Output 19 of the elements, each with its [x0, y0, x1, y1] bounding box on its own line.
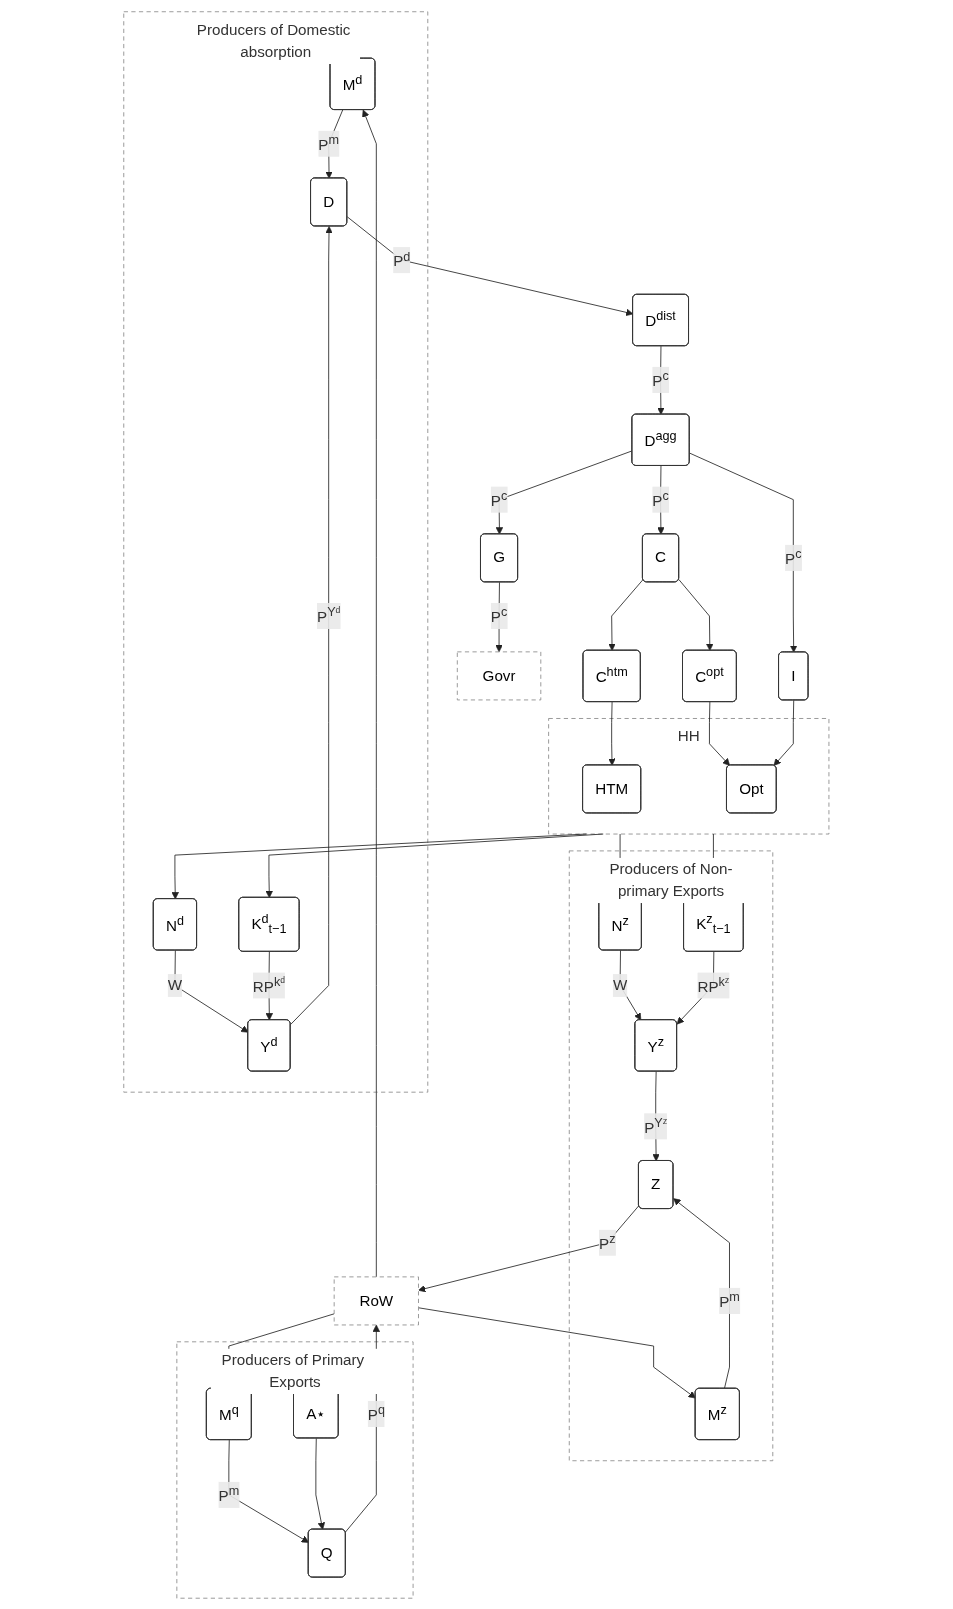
edge-label: W — [613, 976, 628, 994]
edge-label: P$^{z}$ — [599, 1230, 616, 1252]
edge-label: P$^{c}$ — [490, 487, 508, 509]
edge-label: P$^{q}$ — [367, 1402, 386, 1424]
edge-label: P$^{Yᶻ}$ — [644, 1114, 668, 1136]
edge-label: P$^{c}$ — [652, 487, 669, 509]
edge-label: P$^{c}$ — [785, 545, 802, 568]
edge-label: P$^{d}$ — [393, 248, 411, 270]
edge-label: P$^{c}$ — [652, 368, 669, 390]
edge-label: P$^{c}$ — [490, 604, 508, 626]
node-box: RoW — [333, 1276, 420, 1325]
edge-label: W — [167, 976, 183, 994]
edge-label: P$^{Yᵈ}$ — [317, 604, 341, 626]
edge-label: RP$^{kᶻ}$ — [697, 973, 730, 995]
edge-label: P$^{m}$ — [318, 131, 340, 153]
edge-label: RP$^{kᵈ}$ — [253, 973, 286, 995]
node-box: Govr — [457, 650, 542, 700]
edge-label: P$^{m}$ — [218, 1483, 240, 1505]
edge-label: P$^{m}$ — [719, 1289, 740, 1311]
